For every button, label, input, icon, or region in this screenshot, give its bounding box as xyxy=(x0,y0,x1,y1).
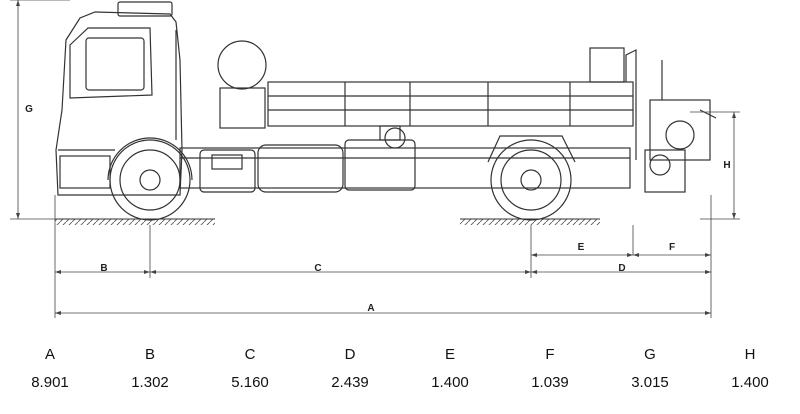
chassis-frame xyxy=(179,147,631,189)
spec-letter: D xyxy=(344,345,356,363)
spec-value: 1.400 xyxy=(731,373,769,391)
spec-values-row: 8.901 1.302 5.160 2.439 1.400 1.039 3.01… xyxy=(0,368,800,396)
spec-letter: C xyxy=(244,345,256,363)
dim-label-b: B xyxy=(100,263,107,274)
spec-letter: B xyxy=(144,345,155,363)
spec-value: 8.901 xyxy=(31,373,69,391)
cargo-body xyxy=(267,81,634,127)
rear-crane xyxy=(649,99,711,161)
spec-letter: A xyxy=(44,345,55,363)
spec-value: 3.015 xyxy=(631,373,669,391)
truck-cab xyxy=(55,11,183,196)
ground-line xyxy=(55,218,600,225)
air-tank xyxy=(217,40,267,90)
dim-label-f: F xyxy=(669,242,675,253)
spec-value: 1.400 xyxy=(431,373,469,391)
dim-label-c: C xyxy=(314,263,321,274)
spec-letter: E xyxy=(444,345,455,363)
dimension-arrows xyxy=(16,0,736,315)
front-wheel xyxy=(109,139,191,221)
dim-label-e: E xyxy=(578,242,585,253)
truck-outline xyxy=(55,1,717,221)
truck-side-view-drawing: B C D E F A G H xyxy=(10,0,740,318)
dim-label-d: D xyxy=(618,263,625,274)
spec-letters-row: A B C D E F G H xyxy=(0,340,800,368)
spec-value: 2.439 xyxy=(331,373,369,391)
spec-letter: F xyxy=(545,345,555,363)
dim-label-a: A xyxy=(367,303,374,314)
spec-value: 5.160 xyxy=(231,373,269,391)
dim-label-g: G xyxy=(25,104,33,115)
dim-label-h: H xyxy=(723,160,730,171)
spec-value: 1.039 xyxy=(531,373,569,391)
spec-letter: H xyxy=(744,345,756,363)
spec-letter: G xyxy=(644,345,656,363)
dimension-spec-table: A B C D E F G H 8.901 1.302 5.160 2.439 … xyxy=(0,340,800,396)
rear-wheel xyxy=(490,139,572,221)
spec-value: 1.302 xyxy=(131,373,169,391)
